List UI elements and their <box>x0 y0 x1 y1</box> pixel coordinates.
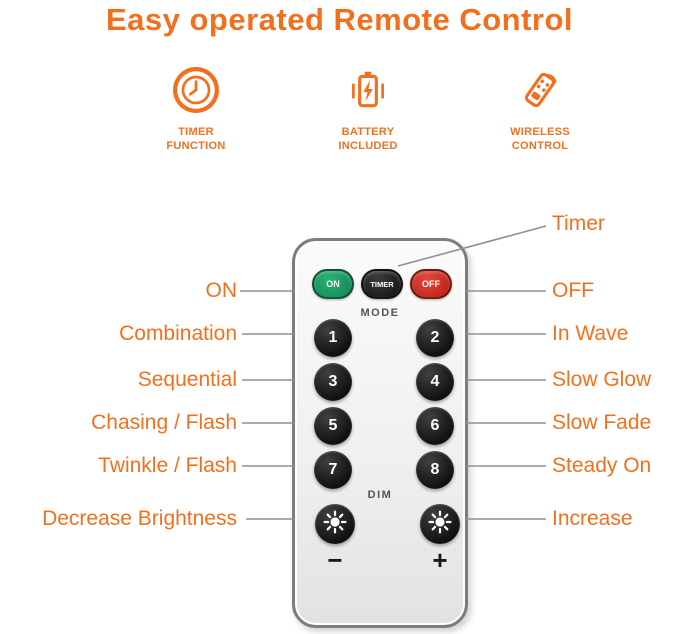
plus-sign: + <box>432 545 448 575</box>
brightness-icon <box>323 510 347 539</box>
callout-combination: Combination <box>119 322 237 345</box>
feature-wireless-control: WIRELESS CONTROL <box>478 66 602 154</box>
callout-twinkle-flash: Twinkle / Flash <box>98 454 237 477</box>
callout-increase: Increase <box>552 507 633 530</box>
callout-chasing-flash: Chasing / Flash <box>91 411 237 434</box>
mode-button-7[interactable]: 7 <box>314 451 352 489</box>
callout-decrease-brightness: Decrease Brightness <box>42 507 237 530</box>
dim-increase-button[interactable] <box>420 504 460 544</box>
remote-control-icon <box>516 66 564 114</box>
feature-battery-included: BATTERY INCLUDED <box>306 66 430 154</box>
brightness-icon <box>428 510 452 539</box>
mode-button-3[interactable]: 3 <box>314 363 352 401</box>
callout-timer: Timer <box>552 212 605 235</box>
mode-button-8[interactable]: 8 <box>416 451 454 489</box>
mode-label: MODE <box>360 307 400 319</box>
callout-in-wave: In Wave <box>552 322 629 345</box>
timer-icon <box>172 66 220 114</box>
dim-decrease-button[interactable] <box>315 504 355 544</box>
callout-steady-on: Steady On <box>552 454 652 477</box>
timer-button-label: TIMER <box>370 279 394 289</box>
callout-slow-glow: Slow Glow <box>552 368 652 391</box>
feature-timer-function: TIMER FUNCTION <box>134 66 258 154</box>
callout-on: ON <box>205 279 238 302</box>
mode-button-1[interactable]: 1 <box>314 319 352 357</box>
on-button-label: ON <box>326 279 340 289</box>
mode-button-6[interactable]: 6 <box>416 407 454 445</box>
mode-button-5[interactable]: 5 <box>314 407 352 445</box>
dim-label: DIM <box>367 489 393 501</box>
callout-off: OFF <box>552 279 594 302</box>
feature-label: TIMER FUNCTION <box>166 126 226 153</box>
off-button-label: OFF <box>422 279 440 289</box>
off-button[interactable]: OFF <box>410 269 452 299</box>
timer-button[interactable]: TIMER <box>361 269 403 299</box>
callout-sequential: Sequential <box>137 368 237 391</box>
minus-sign: − <box>327 545 343 575</box>
battery-icon <box>344 66 392 114</box>
callout-slow-fade: Slow Fade <box>552 411 652 434</box>
feature-label: WIRELESS CONTROL <box>510 126 570 153</box>
on-button[interactable]: ON <box>312 269 354 299</box>
mode-button-2[interactable]: 2 <box>416 319 454 357</box>
page-title: Easy operated Remote Control <box>105 2 574 37</box>
feature-label: BATTERY INCLUDED <box>338 126 398 153</box>
remote-body: ON TIMER OFF MODE 1 2 3 4 5 6 7 8 DIM <box>292 238 468 628</box>
mode-button-4[interactable]: 4 <box>416 363 454 401</box>
